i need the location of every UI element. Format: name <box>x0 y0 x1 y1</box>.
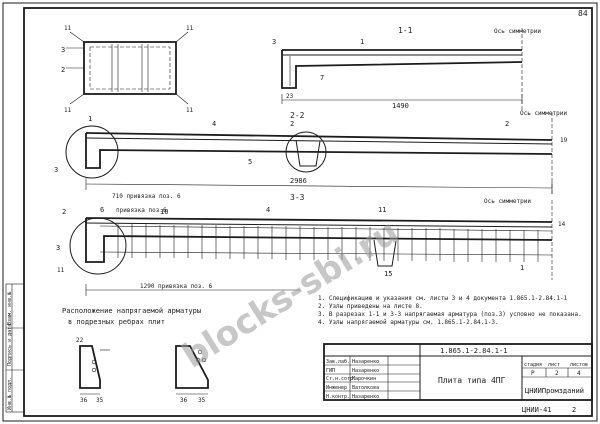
callout-2-22: 2 <box>290 120 294 128</box>
sheets-value: 4 <box>577 370 581 377</box>
dim-36-b: 36 <box>180 397 188 404</box>
sheet-value: 2 <box>555 370 559 377</box>
dim-35-b: 35 <box>198 397 206 404</box>
side-stamp-text-1: Инв.№ подл. <box>7 377 13 410</box>
sig-name-4: Ватолкова <box>352 385 379 391</box>
dim-36-a: 36 <box>80 397 88 404</box>
callout-2-33: 2 <box>62 208 66 216</box>
footer-number: 2 <box>572 406 576 414</box>
side-stamp-text-3: Взам. инв.№ <box>7 292 13 325</box>
dim-2986: 2986 <box>290 177 307 185</box>
title-block: 1.865.1-2.84.1-1 Плита типа 4ПГ стадия л… <box>323 343 593 414</box>
dim-23: 23 <box>286 93 294 100</box>
callout-6-33: 6 <box>100 206 104 214</box>
drawing-title: Плита типа 4ПГ <box>438 376 506 385</box>
section-3-3: 3-3 710 привязка поз. 6 привязка поз.6 <box>56 193 566 296</box>
side-stamp-text-2: Подпись и дата <box>7 324 13 366</box>
note-4: 4. Узлы напрягаемой арматуры см. 1.865.1… <box>318 319 499 326</box>
rebar-details: Расположение напрягаемой арматуры в подр… <box>62 307 209 404</box>
callout-4-33: 4 <box>266 206 270 214</box>
sig-role-4: Инженер <box>326 385 347 391</box>
doc-code: 1.865.1-2.84.1-1 <box>440 347 507 355</box>
sig-role-3: Ст.н.сотр. <box>326 376 356 382</box>
plan-view: 3 2 11 11 11 11 <box>61 25 194 114</box>
rebar-verticals <box>117 224 539 262</box>
note-3: 3. В разрезах 1-1 и 3-3 напрягаемая арма… <box>318 311 582 318</box>
sig-name-1: Назаренко <box>352 359 379 365</box>
anchor-note-2: привязка поз.6 <box>116 207 167 214</box>
notes-block: 1. Спецификацию и указания см. листы 3 и… <box>318 295 582 326</box>
dim-35-a: 35 <box>96 397 104 404</box>
sig-role-2: ГИП <box>326 368 335 374</box>
sig-role-1: Зав.лаб. <box>326 358 350 365</box>
callout-7-11: 7 <box>320 74 324 82</box>
plan-mark-11d: 11 <box>186 107 194 114</box>
inner-frame <box>23 7 593 417</box>
dim-11: 11 <box>57 267 65 274</box>
callout-1-11: 1 <box>360 38 364 46</box>
callout-3-22: 3 <box>54 166 58 174</box>
plan-mark-11b: 11 <box>186 25 194 32</box>
symmetry-label-1: Ось симметрии <box>494 28 541 35</box>
callout-1-22: 1 <box>88 115 92 123</box>
stage-value: Р <box>531 370 535 377</box>
organization: ЦНИИПромзданий <box>525 387 584 395</box>
callout-15-33: 15 <box>384 270 392 278</box>
sheets-header: листов <box>570 362 588 368</box>
side-stamp: Инв.№ подл. Подпись и дата Взам. инв.№ <box>5 283 25 413</box>
sheet-header: лист <box>548 362 560 368</box>
callout-1-33: 1 <box>520 264 524 272</box>
section-label-2-2: 2-2 <box>290 111 305 120</box>
dim-14: 14 <box>558 221 566 228</box>
callout-3-33: 3 <box>56 244 60 252</box>
plan-mark-11c: 11 <box>64 107 72 114</box>
callout-4-22: 4 <box>212 120 216 128</box>
callout-10-33: 10 <box>160 208 168 216</box>
symmetry-label-2: Ось симметрии <box>520 110 567 117</box>
note-2: 2. Узлы приведены на листе 8. <box>318 303 423 310</box>
plan-mark-11a: 11 <box>64 25 72 32</box>
callout-2b-22: 2 <box>505 120 509 128</box>
sig-name-2: Назаренко <box>352 368 379 374</box>
sig-role-5: Н.контр. <box>326 394 350 400</box>
footer-code: ЦНИИ-41 <box>522 406 552 414</box>
sig-name-3: Марочкин <box>352 376 376 382</box>
plan-mark-3: 3 <box>61 46 65 54</box>
anchor-note-1: 710 привязка поз. 6 <box>112 193 181 200</box>
page-number: 84 <box>578 9 588 18</box>
section-label-3-3: 3-3 <box>290 193 305 202</box>
stage-header: стадия <box>524 362 542 368</box>
sig-name-5: Назаренко <box>352 394 379 400</box>
section-1-1: 1-1 1490 23 Ось симметрии 1 7 3 <box>272 26 541 112</box>
dim-1490: 1490 <box>392 102 409 110</box>
anchor-note-3: 1290 привязка поз. 6 <box>140 283 213 290</box>
callout-5-22: 5 <box>248 158 252 166</box>
plan-mark-2: 2 <box>61 66 65 74</box>
section-label-1-1: 1-1 <box>398 26 413 35</box>
symmetry-label-3: Ось симметрии <box>484 198 531 205</box>
note-1: 1. Спецификацию и указания см. листы 3 и… <box>318 295 568 302</box>
dim-22: 22 <box>76 337 84 344</box>
section-2-2: 2-2 2986 Ось симметрии 19 1 4 2 5 3 2 <box>54 110 568 196</box>
dim-19: 19 <box>560 137 568 144</box>
rebar-caption-1: Расположение напрягаемой арматуры <box>62 307 201 315</box>
rebar-caption-2: в подрезных ребрах плит <box>68 318 165 326</box>
callout-12-33: 11 <box>378 206 386 214</box>
callout-3-11: 3 <box>272 38 276 46</box>
